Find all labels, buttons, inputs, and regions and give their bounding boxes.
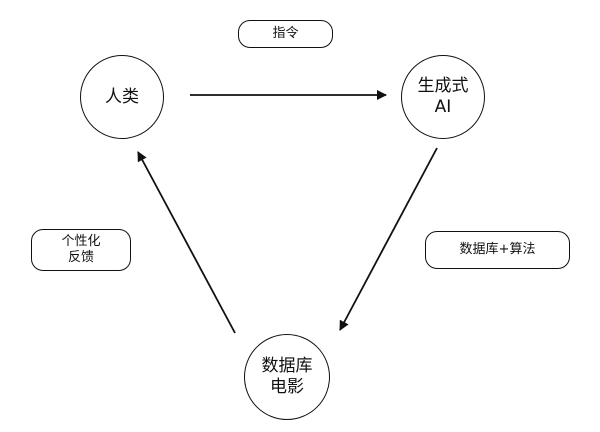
arrow-database-to-human (137, 151, 236, 334)
arrow-genai-to-database (339, 147, 438, 331)
node-gen-ai: 生成式 AI (401, 55, 485, 139)
node-database: 数据库 电影 (244, 334, 330, 420)
node-gen-ai-label: 生成式 AI (417, 76, 469, 117)
edge-label-instruction: 指令 (238, 20, 333, 48)
node-human: 人类 (80, 55, 164, 139)
edge-label-personalized-feedback: 个性化 反馈 (31, 229, 131, 271)
edge-label-db-algorithm: 数据库+算法 (425, 231, 570, 269)
node-database-label: 数据库 电影 (261, 356, 313, 397)
node-human-label: 人类 (105, 86, 139, 107)
